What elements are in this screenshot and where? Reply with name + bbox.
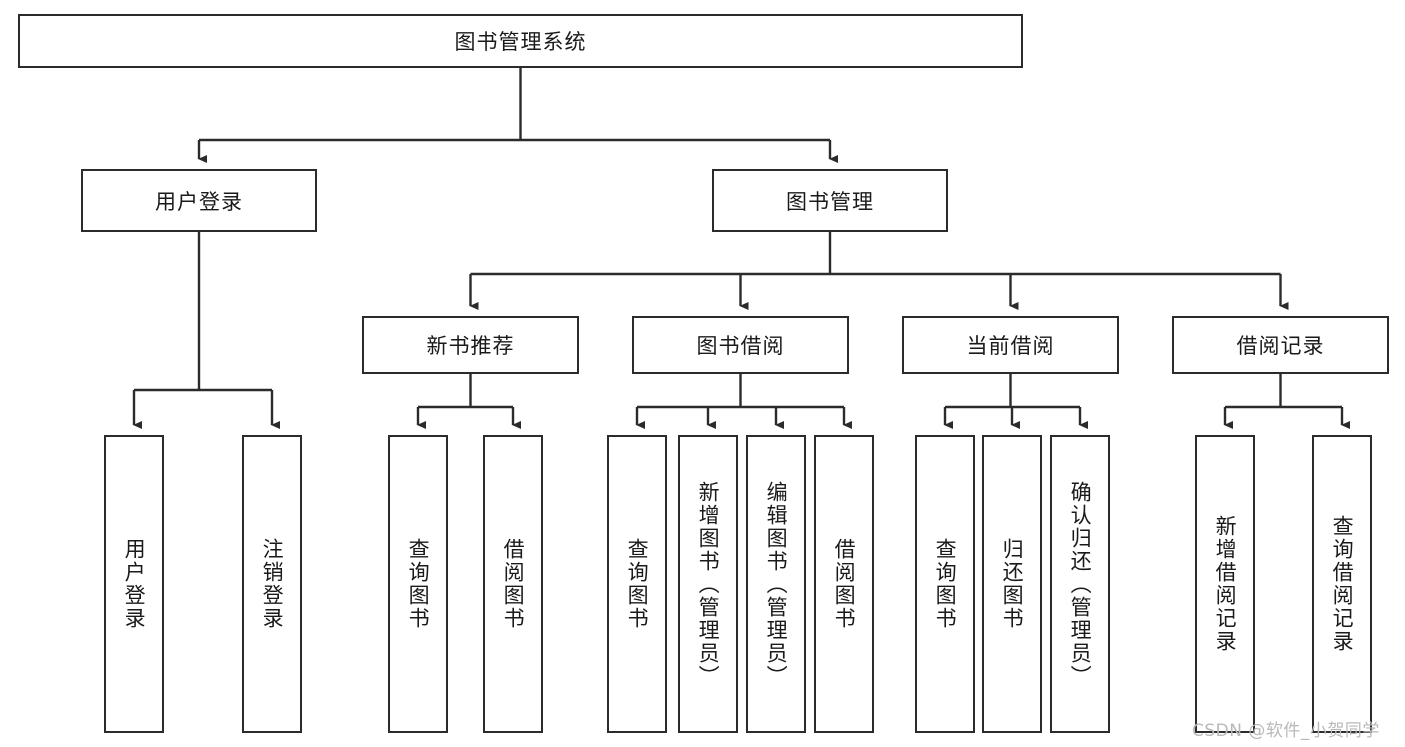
node-root[interactable]: 图书管理系统 xyxy=(18,14,1023,68)
node-leaves-3[interactable]: 借阅图书 xyxy=(483,435,543,733)
node-label: 借阅图书 xyxy=(832,538,857,630)
node-label: 图书管理系统 xyxy=(454,30,587,54)
node-leaves-4[interactable]: 查询图书 xyxy=(607,435,667,733)
node-label: 查询图书 xyxy=(406,538,431,630)
node-label: 图书借阅 xyxy=(696,334,785,358)
node-label: 新增图书（管理员） xyxy=(696,480,721,688)
node-label: 图书管理 xyxy=(786,189,874,214)
node-label: 当前借阅 xyxy=(966,334,1055,358)
node-leaves-9[interactable]: 归还图书 xyxy=(982,435,1042,733)
node-level2-1[interactable]: 图书管理 xyxy=(712,169,948,232)
node-leaves-1[interactable]: 注销登录 xyxy=(242,435,302,733)
node-label: 借阅记录 xyxy=(1236,334,1325,358)
node-level3-1[interactable]: 图书借阅 xyxy=(632,316,849,374)
node-leaves-2[interactable]: 查询图书 xyxy=(388,435,448,733)
node-level3-2[interactable]: 当前借阅 xyxy=(902,316,1119,374)
node-label: 查询借阅记录 xyxy=(1330,515,1355,653)
node-leaves-7[interactable]: 借阅图书 xyxy=(814,435,874,733)
node-level3-3[interactable]: 借阅记录 xyxy=(1172,316,1389,374)
node-label: 编辑图书（管理员） xyxy=(764,480,789,688)
node-level2-0[interactable]: 用户登录 xyxy=(81,169,317,232)
node-leaves-8[interactable]: 查询图书 xyxy=(915,435,975,733)
node-label: 新书推荐 xyxy=(426,334,515,358)
node-label: 用户登录 xyxy=(155,189,243,214)
node-label: 归还图书 xyxy=(1000,538,1025,630)
node-leaves-6[interactable]: 编辑图书（管理员） xyxy=(746,435,806,733)
node-leaves-0[interactable]: 用户登录 xyxy=(104,435,164,733)
node-label: 注销登录 xyxy=(260,538,285,630)
node-leaves-12[interactable]: 查询借阅记录 xyxy=(1312,435,1372,733)
node-label: 查询图书 xyxy=(625,538,650,630)
node-label: 用户登录 xyxy=(122,538,147,630)
node-label: 查询图书 xyxy=(933,538,958,630)
node-label: 确认归还（管理员） xyxy=(1068,480,1093,688)
node-level3-0[interactable]: 新书推荐 xyxy=(362,316,579,374)
node-leaves-10[interactable]: 确认归还（管理员） xyxy=(1050,435,1110,733)
node-leaves-5[interactable]: 新增图书（管理员） xyxy=(678,435,738,733)
node-label: 新增借阅记录 xyxy=(1213,515,1238,653)
node-leaves-11[interactable]: 新增借阅记录 xyxy=(1195,435,1255,733)
node-label: 借阅图书 xyxy=(501,538,526,630)
csdn-watermark: CSDN @软件_小贺同学 xyxy=(1192,721,1380,741)
